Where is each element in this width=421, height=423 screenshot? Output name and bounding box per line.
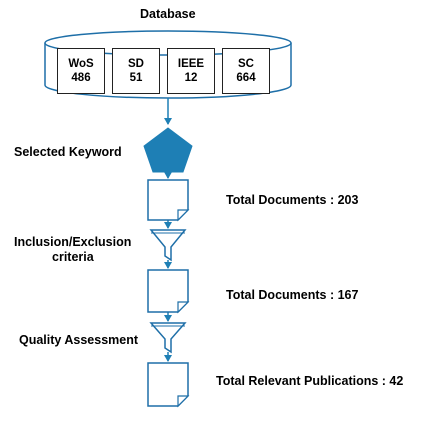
document-icon-3 — [147, 362, 190, 408]
inclusion-exclusion-label-line1: Inclusion/Exclusion — [14, 235, 132, 249]
filter-funnel-icon-1 — [149, 229, 187, 262]
total-relevant-publications-label: Total Relevant Publications : 42 — [216, 374, 404, 388]
source-box-sc: SC 664 — [222, 48, 270, 94]
source-box-wos: WoS 486 — [57, 48, 105, 94]
source-name-sc: SC — [238, 58, 254, 70]
total-documents-label-2: Total Documents : 167 — [226, 288, 359, 302]
selected-keyword-label: Selected Keyword — [14, 145, 122, 159]
source-count-ieee: 12 — [184, 72, 198, 84]
filter-funnel-icon-2 — [149, 322, 187, 354]
total-documents-label-1: Total Documents : 203 — [226, 193, 359, 207]
document-icon-1 — [147, 179, 190, 222]
source-count-wos: 486 — [71, 72, 91, 84]
source-name-ieee: IEEE — [177, 58, 205, 70]
inclusion-exclusion-label-line2: criteria — [52, 250, 94, 264]
source-name-sd: SD — [128, 58, 144, 70]
source-count-sd: 51 — [129, 72, 143, 84]
source-box-ieee: IEEE 12 — [167, 48, 215, 94]
document-icon-2 — [147, 269, 190, 314]
keyword-pentagon-icon — [143, 127, 193, 173]
source-count-sc: 664 — [236, 72, 256, 84]
source-box-sd: SD 51 — [112, 48, 160, 94]
quality-assessment-label: Quality Assessment — [19, 333, 139, 347]
database-title: Database — [140, 7, 196, 21]
source-name-wos: WoS — [68, 58, 94, 70]
